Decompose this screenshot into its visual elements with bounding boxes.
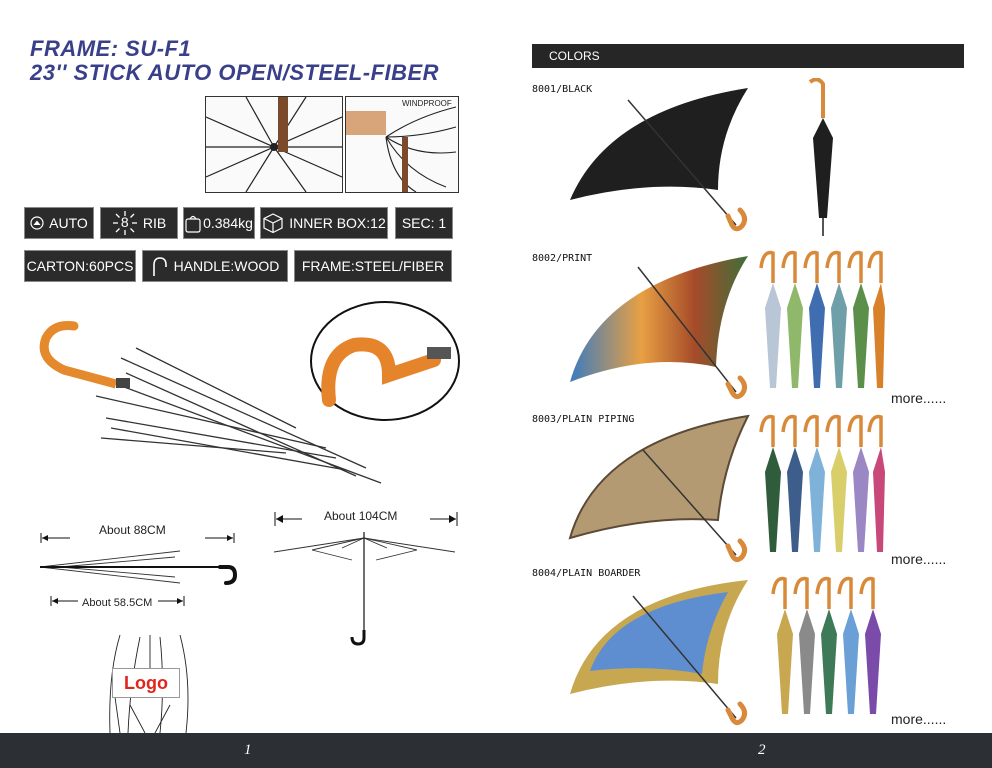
spec-handle-label: HANDLE:WOOD [173,258,280,274]
frame-title: FRAME: SU-F1 [30,36,192,61]
handle-closeup-photo [310,301,460,421]
open-frame-drawing [273,532,456,646]
weight-icon [185,215,201,233]
umbrella-8001-open [570,88,748,232]
spec-carton: CARTON:60PCS [24,250,136,282]
spec-carton-label: CARTON:60PCS [26,258,134,274]
more-link-8002[interactable]: more...... [891,390,947,406]
frame-top-photo [205,96,343,193]
open-diameter-arrow [274,512,458,526]
spec-auto: AUTO [24,207,94,239]
spec-sec-label: SEC: 1 [401,215,447,231]
rib-count: 8 [120,214,129,230]
rib-icon: 8 [112,210,138,236]
variant-code-8003: 8003/PLAIN PIPING [532,414,635,425]
colors-header: COLORS [532,44,964,68]
auto-open-icon [30,216,44,230]
box-icon [263,213,283,234]
closed-length-label: About 88CM [99,523,166,537]
umbrella-8004-closed-set [771,576,881,714]
umbrella-8001-closed [808,78,833,236]
umbrella-8002-open [570,256,748,400]
umbrella-8003-closed-set [759,414,885,552]
umbrella-8003-open [568,414,750,563]
spec-auto-label: AUTO [49,215,88,231]
spec-rib: 8 RIB [100,207,178,239]
umbrella-8004-open [570,580,748,726]
spec-frame-label: FRAME:STEEL/FIBER [301,258,445,274]
more-link-8003[interactable]: more...... [891,551,947,567]
page-number-left: 1 [244,742,252,758]
folded-length-arrow [50,596,185,606]
logo-badge: Logo [112,668,180,698]
spec-weight: 0.384kg [183,207,255,239]
closed-frame-drawing [40,550,238,585]
spec-inner-box: INNER BOX:12 [260,207,388,239]
variant-code-8004: 8004/PLAIN BOARDER [532,568,641,579]
windproof-label: WINDPROOF [402,99,452,108]
page-footer [0,733,992,768]
umbrella-8002-closed-set [759,250,885,388]
spec-weight-label: 0.384kg [203,215,253,231]
open-diameter-label: About 104CM [324,509,398,523]
windproof-photo: WINDPROOF [345,96,459,193]
folded-frame-photo [39,321,382,484]
variant-code-8002: 8002/PRINT [532,253,593,264]
spec-sec: SEC: 1 [395,207,453,239]
more-link-8004[interactable]: more...... [891,711,947,727]
folded-length-label: About 58.5CM [82,597,153,609]
spec-title: 23'' STICK AUTO OPEN/STEEL-FIBER [30,60,440,85]
spec-handle: HANDLE:WOOD [142,250,288,282]
handle-icon [152,257,167,276]
spec-inner-box-label: INNER BOX:12 [289,215,386,231]
page-number-right: 2 [758,742,766,758]
variant-code-8001: 8001/BLACK [532,84,593,95]
spec-frame: FRAME:STEEL/FIBER [294,250,452,282]
closed-length-arrow [40,530,235,543]
spec-rib-label: RIB [142,215,167,231]
